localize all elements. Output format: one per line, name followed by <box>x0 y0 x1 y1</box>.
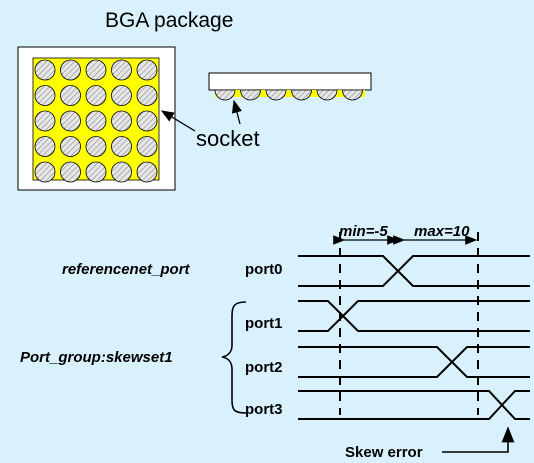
solder-ball <box>60 85 81 106</box>
reference-label: referencenet_port <box>62 261 191 278</box>
solder-ball <box>111 110 132 132</box>
solder-ball <box>136 59 158 81</box>
port0-label: port0 <box>245 261 283 278</box>
package-side-substrate <box>215 90 365 97</box>
solder-ball <box>111 59 132 81</box>
ball-grid <box>34 59 158 183</box>
side-solder-ball <box>291 89 312 101</box>
solder-ball <box>60 59 81 81</box>
waveform-port0-b <box>298 255 530 287</box>
solder-ball <box>60 136 81 157</box>
group-label: Port_group:skewset1 <box>20 349 173 366</box>
solder-ball <box>34 136 56 157</box>
solder-ball <box>85 136 107 157</box>
port3-label: port3 <box>245 401 283 418</box>
solder-ball <box>85 110 107 132</box>
socket-arrow-side <box>231 99 242 125</box>
solder-ball <box>111 85 132 106</box>
port2-label: port2 <box>245 359 283 376</box>
bga-title: BGA package <box>105 9 233 32</box>
solder-ball <box>136 161 158 183</box>
max-label: max=10 <box>414 223 470 240</box>
side-solder-ball <box>342 89 363 101</box>
side-solder-ball <box>240 89 261 101</box>
solder-ball <box>60 161 81 183</box>
package-side-body <box>208 72 372 91</box>
solder-ball <box>34 110 56 132</box>
solder-ball <box>136 136 158 157</box>
solder-ball <box>85 59 107 81</box>
socket-label: socket <box>196 126 260 151</box>
solder-ball <box>85 161 107 183</box>
solder-ball <box>136 85 158 106</box>
socket-arrow-top <box>160 110 196 132</box>
min-label: min=-5 <box>339 223 388 240</box>
waveform-port2-a <box>298 346 530 378</box>
waveform-port1-b <box>298 300 530 332</box>
skew-error-label: Skew error <box>345 444 423 461</box>
waveform-port3-a <box>298 390 530 420</box>
skew-error-arrow <box>442 426 515 453</box>
side-solder-ball <box>214 89 236 101</box>
side-ball-row <box>214 89 363 101</box>
waveform-port3-b <box>298 390 530 420</box>
side-solder-ball <box>265 89 287 101</box>
solder-ball <box>34 85 56 106</box>
solder-ball <box>85 85 107 106</box>
waveform-port0-a <box>298 255 530 287</box>
side-solder-ball <box>316 89 338 101</box>
port1-label: port1 <box>245 315 283 332</box>
solder-ball <box>111 161 132 183</box>
solder-ball <box>60 110 81 132</box>
waveform-port2-b <box>298 346 530 378</box>
solder-ball <box>34 59 56 81</box>
solder-ball <box>136 110 158 132</box>
solder-ball <box>34 161 56 183</box>
group-brace <box>221 301 247 414</box>
solder-ball <box>111 136 132 157</box>
waveforms <box>298 255 530 420</box>
